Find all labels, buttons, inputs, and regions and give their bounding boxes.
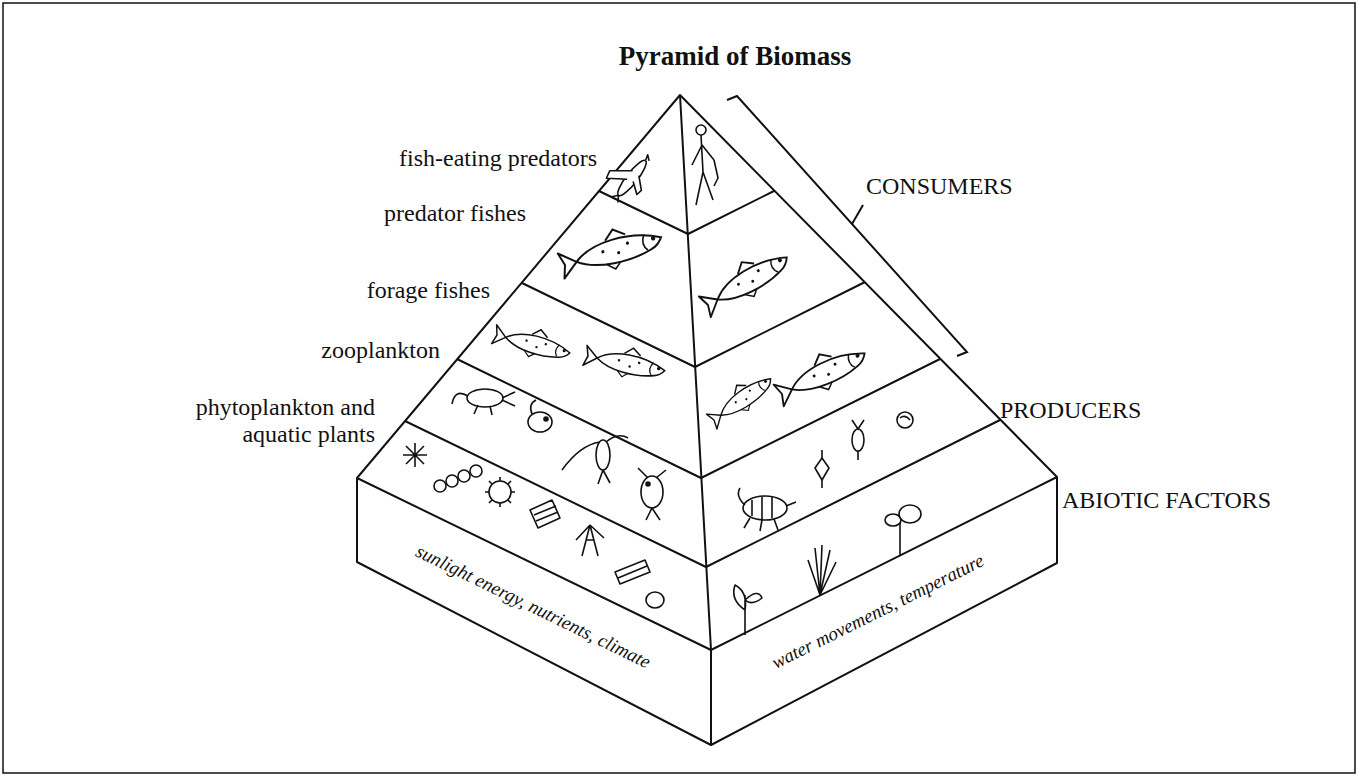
group-label: PRODUCERS	[1000, 396, 1141, 425]
predator-fish	[555, 218, 795, 321]
diagram-title: Pyramid of Biomass	[619, 40, 852, 72]
pyramid-outline	[357, 95, 1057, 745]
tier-label: forage fishes	[367, 276, 490, 305]
group-label: CONSUMERS	[866, 172, 1013, 201]
face-label: water movements, temperature	[768, 550, 988, 675]
phytoplankton-figures	[403, 443, 921, 635]
zooplankton-figures	[452, 389, 913, 531]
face-label: sunlight energy, nutrients, climate	[412, 540, 654, 674]
predator-figures	[597, 125, 718, 209]
tier-label: predator fishes	[384, 199, 526, 228]
group-label: ABIOTIC FACTORS	[1062, 486, 1271, 515]
frame	[3, 3, 1355, 773]
tier-label: phytoplankton and aquatic plants	[193, 394, 375, 448]
forage-fish	[491, 318, 872, 431]
tier-label: zooplankton	[321, 336, 440, 365]
tier-label: fish-eating predators	[399, 144, 597, 173]
consumers-bracket	[727, 96, 967, 356]
